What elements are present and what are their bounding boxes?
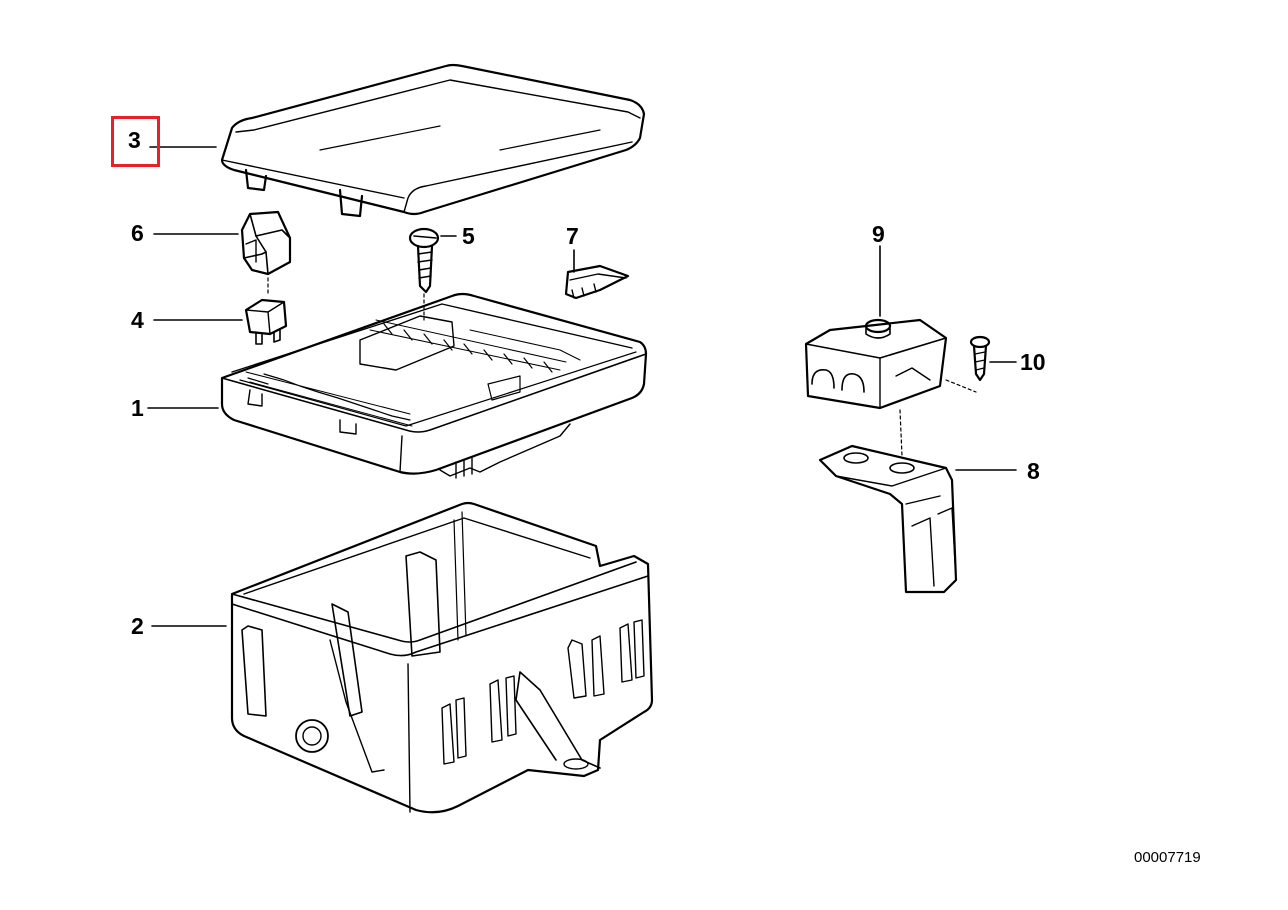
callout-1[interactable]: 1 (131, 395, 144, 421)
part-clip (564, 264, 630, 300)
part-fuse-carrier (220, 292, 648, 479)
part-fuse-puller (240, 210, 292, 276)
callout-2[interactable]: 2 (131, 613, 144, 639)
part-small-screw (969, 335, 991, 382)
part-bracket (818, 444, 958, 594)
callout-8[interactable]: 8 (1027, 458, 1040, 484)
part-housing-base (230, 501, 654, 814)
callout-5[interactable]: 5 (462, 223, 475, 249)
leader-lines (147, 146, 1017, 627)
part-cover-lid (220, 63, 646, 218)
part-screw (408, 227, 440, 294)
callout-6[interactable]: 6 (131, 220, 144, 246)
callout-3[interactable]: 3 (111, 116, 160, 167)
callout-4[interactable]: 4 (131, 307, 144, 333)
callout-9[interactable]: 9 (872, 221, 885, 247)
document-number: 00007719 (1134, 849, 1201, 866)
part-blade-fuse (244, 298, 288, 345)
callout-10[interactable]: 10 (1020, 349, 1046, 375)
callout-7[interactable]: 7 (566, 223, 579, 249)
part-terminal-cap (804, 318, 948, 410)
